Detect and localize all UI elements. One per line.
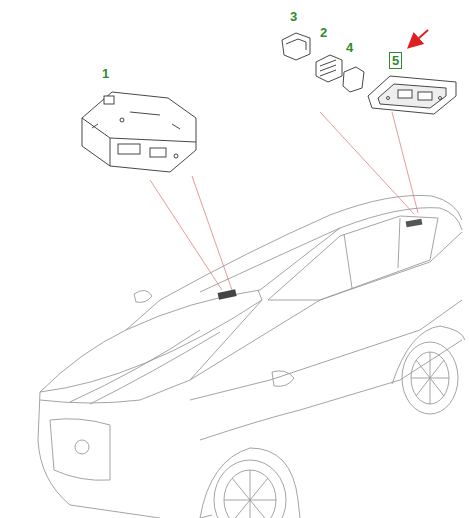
part-5	[368, 76, 456, 114]
car-outline	[38, 195, 465, 518]
callout-number: 3	[290, 10, 297, 23]
callout-number: 4	[346, 41, 353, 54]
part-3	[282, 33, 310, 60]
callout-number: 1	[102, 67, 109, 80]
pointer-arrow	[410, 30, 428, 46]
callout-number: 2	[320, 26, 327, 39]
part-2	[316, 55, 342, 82]
part-1	[82, 92, 196, 172]
windshield-module	[218, 289, 237, 300]
callout-number: 5	[392, 54, 399, 67]
highlight-box: 5	[389, 52, 402, 69]
part-4	[343, 67, 364, 92]
roof-module	[406, 219, 423, 228]
